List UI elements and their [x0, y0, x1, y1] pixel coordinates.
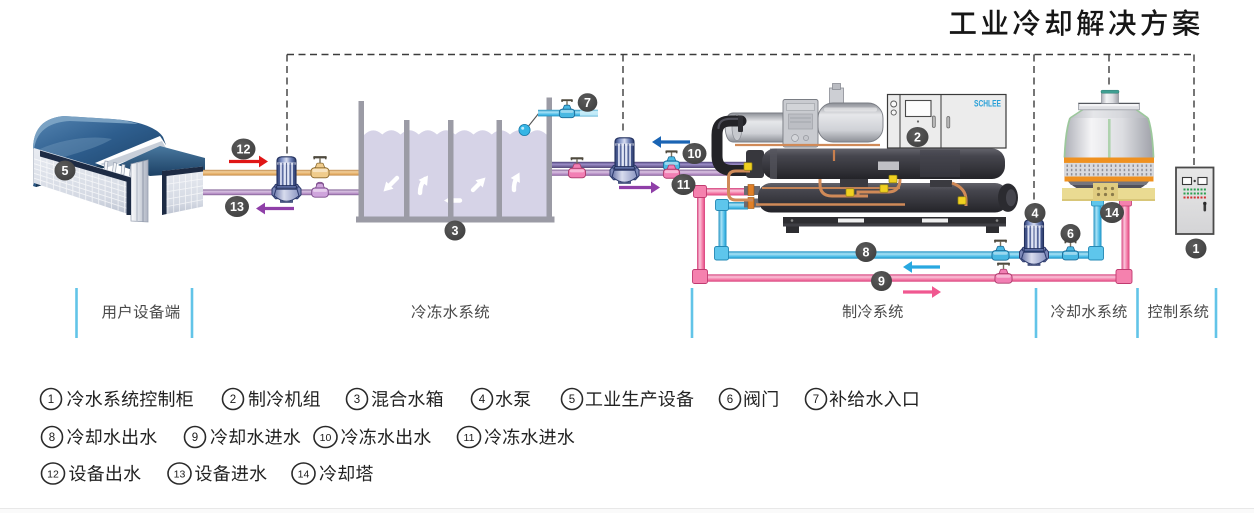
svg-text:SCHLEE: SCHLEE [974, 99, 1001, 109]
svg-text:13: 13 [230, 200, 244, 214]
svg-text:5: 5 [62, 164, 69, 178]
svg-text:11: 11 [464, 432, 475, 444]
svg-text:8: 8 [863, 245, 870, 259]
svg-text:10: 10 [688, 147, 702, 161]
svg-text:12: 12 [237, 142, 251, 156]
svg-text:6: 6 [727, 394, 733, 406]
svg-text:7: 7 [584, 96, 591, 110]
svg-text:12: 12 [47, 468, 59, 480]
svg-text:14: 14 [1105, 206, 1119, 220]
svg-text:4: 4 [1032, 206, 1039, 220]
svg-text:11: 11 [677, 178, 690, 192]
svg-text:3: 3 [452, 224, 459, 238]
svg-text:9: 9 [192, 432, 198, 444]
svg-text:13: 13 [174, 468, 186, 480]
svg-text:2: 2 [914, 130, 921, 144]
svg-text:1: 1 [1193, 242, 1200, 256]
svg-text:5: 5 [569, 394, 575, 406]
svg-text:8: 8 [49, 432, 55, 444]
svg-text:14: 14 [298, 468, 310, 480]
svg-text:9: 9 [878, 274, 885, 288]
svg-text:6: 6 [1067, 227, 1074, 241]
svg-text:3: 3 [354, 394, 360, 406]
svg-text:4: 4 [479, 394, 486, 406]
svg-text:1: 1 [48, 394, 54, 406]
svg-text:7: 7 [813, 394, 819, 406]
svg-text:10: 10 [320, 432, 332, 444]
svg-text:2: 2 [230, 394, 236, 406]
